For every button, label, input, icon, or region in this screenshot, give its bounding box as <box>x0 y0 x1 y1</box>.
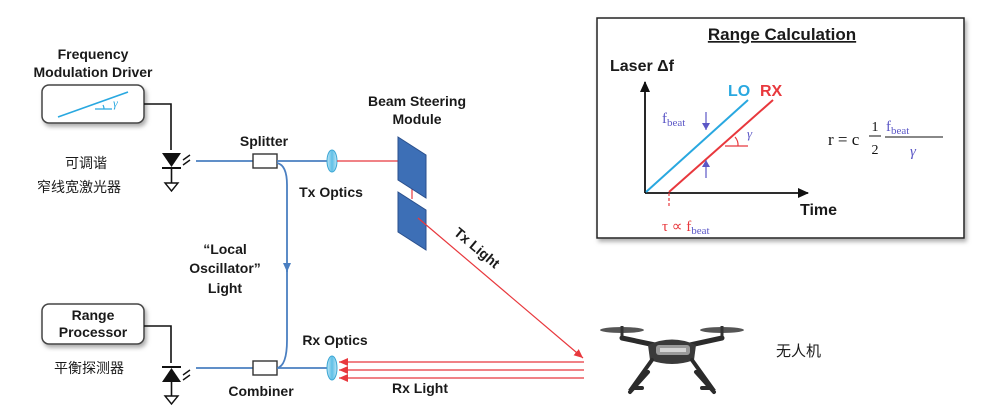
formula-two: 2 <box>872 143 879 158</box>
slope-arc <box>734 136 739 147</box>
driver-wire <box>144 103 172 150</box>
lo-chirp-line <box>645 99 749 193</box>
drone-label-cn: 无人机 <box>776 342 821 360</box>
formula-fbeat: fbeat <box>886 119 909 137</box>
range-processor-label-2: Processor <box>59 324 128 340</box>
lo-label-2: Oscillator” <box>189 260 261 276</box>
formula-r: r = c <box>828 130 860 149</box>
combiner-label: Combiner <box>228 383 294 399</box>
freq-driver-label-2: Modulation Driver <box>33 64 153 80</box>
processor-wire <box>144 325 172 363</box>
steering-mirror-1 <box>397 136 427 199</box>
x-axis-label: Time <box>800 202 837 219</box>
tx-optics-label: Tx Optics <box>299 184 363 200</box>
lo-label-3: Light <box>208 280 243 296</box>
range-calculation-panel: Range Calculation Laser Δf Time LO RX fb… <box>596 17 965 239</box>
range-processor-box: Range Processor <box>41 303 145 345</box>
rx-lens-icon <box>326 355 338 381</box>
y-axis-label: Laser Δf <box>610 58 675 75</box>
splitter-label: Splitter <box>240 133 289 149</box>
rx-label: RX <box>760 83 783 100</box>
tx-light-label: Tx Light <box>451 224 503 271</box>
rx-chirp-line <box>668 99 774 193</box>
laser-label-cn-2: 窄线宽激光器 <box>37 179 121 196</box>
lo-fiber-lower <box>276 268 288 369</box>
fbeat-label: fbeat <box>662 111 685 129</box>
lo-label: LO <box>728 83 750 100</box>
tx-lens-icon <box>326 149 338 173</box>
steering-mirror-2 <box>397 191 427 251</box>
photodiode-icon <box>162 366 191 406</box>
rx-light-label: Rx Light <box>392 380 448 396</box>
range-processor-label-1: Range <box>72 307 115 323</box>
tx-light-beam <box>417 217 584 359</box>
beam-steering-label-1: Beam Steering <box>368 93 466 109</box>
beam-steering-label-2: Module <box>393 111 442 127</box>
combiner-box <box>252 360 278 376</box>
ramp-line <box>57 91 129 118</box>
detector-label-cn: 平衡探测器 <box>54 361 124 377</box>
formula-one: 1 <box>872 120 879 135</box>
range-formula: r = c 1 2 fbeat γ <box>828 119 943 160</box>
lo-label-1: “Local <box>203 241 247 257</box>
freq-driver-box: γ <box>41 84 145 124</box>
freq-driver-label-1: Frequency <box>58 46 129 62</box>
laser-label-cn-1: 可调谐 <box>65 156 107 172</box>
slope-gamma: γ <box>747 126 753 141</box>
splitter-box <box>252 153 278 169</box>
formula-gamma: γ <box>910 144 917 160</box>
tau-label: τ ∝ fbeat <box>662 219 710 237</box>
laser-diode-icon <box>162 153 191 193</box>
inset-title: Range Calculation <box>708 25 856 44</box>
drone-icon <box>600 326 744 394</box>
rx-optics-label: Rx Optics <box>302 332 368 348</box>
driver-gamma-symbol: γ <box>113 96 118 110</box>
lo-fiber <box>276 162 291 272</box>
